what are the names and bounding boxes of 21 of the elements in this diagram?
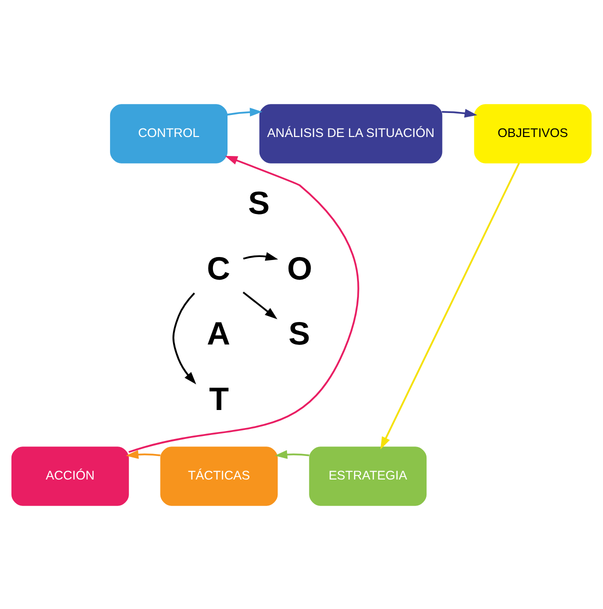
arrow xyxy=(274,450,310,458)
node-box: ESTRATEGIA xyxy=(309,446,427,506)
node-text: C xyxy=(206,250,230,286)
node-box: OBJETIVOS xyxy=(474,104,592,163)
node-text: T xyxy=(209,380,229,417)
node-box: ACCIÓN xyxy=(11,446,129,506)
arrow xyxy=(243,252,278,260)
node-box: ANÁLISIS DE LA SITUACIÓN xyxy=(259,104,442,163)
arrow xyxy=(242,291,278,319)
node-text: O xyxy=(287,250,312,286)
node-text: S xyxy=(248,184,270,220)
node-box: CONTROL xyxy=(110,104,228,163)
node-text: A xyxy=(206,315,230,352)
arrow xyxy=(380,162,520,449)
arrow xyxy=(172,292,196,384)
arrow xyxy=(226,107,262,116)
arrow xyxy=(442,108,478,118)
node-box: TÁCTICAS xyxy=(160,446,278,506)
node-text: S xyxy=(288,315,310,352)
arrow xyxy=(126,450,160,458)
arrow xyxy=(128,155,360,452)
